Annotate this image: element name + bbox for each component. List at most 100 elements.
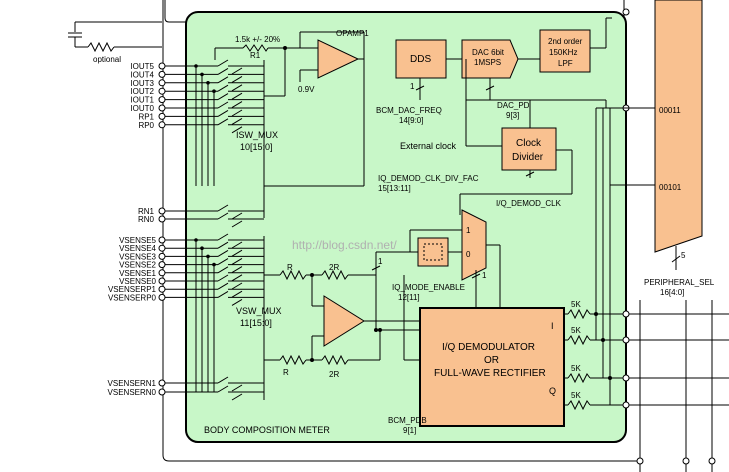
five-k-label: 5K: [571, 326, 581, 335]
pin-circle: [158, 112, 166, 120]
vsense-amplifier: R 2R R 2R: [264, 263, 420, 379]
dac-line1: DAC 6bit: [472, 48, 505, 57]
flip-flop-block: [417, 237, 449, 267]
peripheral-mux-shape: [654, 0, 703, 253]
r-top-label: R: [287, 263, 293, 272]
external-clock-label: External clock: [400, 141, 457, 151]
isw-mux-field: 10[15:0]: [240, 142, 273, 152]
five-k-label: 5K: [571, 364, 581, 373]
dac-pd-field: 9[3]: [506, 111, 519, 120]
pin-label: VSENSERP0: [108, 293, 157, 302]
lpf-block: [539, 29, 591, 73]
lpf-line3: LPF: [558, 59, 573, 68]
bcm-pdb-field: 9[1]: [403, 426, 416, 435]
iq-mode-enable-name: IQ_MODE_ENABLE: [392, 283, 465, 292]
five-k-label: 5K: [571, 391, 581, 400]
dds-label: DDS: [410, 54, 431, 65]
pin-label: IOUT3: [130, 79, 154, 88]
ff-bit: 1: [378, 257, 383, 266]
pin-circle: [158, 236, 166, 244]
pin-label: VSENSE3: [119, 252, 156, 261]
pin-circle: [158, 104, 166, 112]
pin-circle: [158, 215, 166, 223]
pin-label: RP1: [138, 112, 154, 121]
dac-line2: 1MSPS: [474, 58, 501, 67]
pin-circle: [158, 87, 166, 95]
clk-div-fac-field: 15[13:11]: [378, 184, 411, 193]
isw-mux-name: ISW_MUX: [236, 130, 278, 140]
pin-label: VSENSE0: [119, 277, 156, 286]
demodulator-line2: OR: [484, 355, 499, 366]
demodulator-line1: I/Q DEMODULATOR: [442, 342, 535, 353]
pin-circle: [158, 207, 166, 215]
peripheral-code2: 00101: [659, 183, 682, 192]
vsw-mux-switches: [194, 233, 265, 401]
left-pins: IOUT5IOUT4IOUT3IOUT2IOUT1IOUT0RP1RP0RN1R…: [108, 62, 218, 397]
pin-label: VSENSE1: [119, 269, 156, 278]
lpf-line2: 150KHz: [549, 48, 577, 57]
pin-circle: [158, 293, 166, 301]
opamp1-section: 1.5k +/- 20% R1 OPAMP1 0.9V: [214, 29, 369, 187]
pin-circle: [158, 96, 166, 104]
optional-label: optional: [93, 55, 121, 64]
pin-circle: [158, 62, 166, 70]
pin-label: VSENSE4: [119, 244, 156, 253]
pin-circle: [158, 388, 166, 396]
lpf-line1: 2nd order: [548, 37, 583, 46]
bcm-dac-freq-name: BCM_DAC_FREQ: [376, 106, 442, 115]
pin-label: IOUT5: [130, 62, 154, 71]
clock-divider-block: [501, 127, 557, 171]
demodulator-block: [419, 307, 565, 427]
five-k-label: 5K: [571, 300, 581, 309]
watermark: http://blog.csdn.net/: [292, 238, 397, 252]
vref-label: 0.9V: [298, 85, 315, 94]
pin-label: VSENSERN0: [108, 388, 157, 397]
output-resistors: 5K 5K 5K 5K: [564, 8, 729, 472]
iq-mode-mux: 1 0 1 IQ_MODE_ENABLE 12[11] 1: [371, 209, 501, 308]
pin-label: RP0: [138, 121, 154, 130]
opamp1-label: OPAMP1: [336, 29, 369, 38]
demodulator: I/Q DEMODULATOR OR FULL-WAVE RECTIFIER I…: [204, 307, 565, 435]
two-r-bottom-label: 2R: [329, 370, 339, 379]
bcm-pdb-name: BCM_PDB: [388, 416, 427, 425]
clock-divider-line2: Divider: [512, 152, 544, 163]
mux-select-bit: 1: [482, 271, 487, 280]
pin-circle: [158, 285, 166, 293]
pin-label: RN1: [138, 207, 155, 216]
pin-circle: [158, 252, 166, 260]
iq-mode-enable-field: 12[11]: [398, 293, 420, 302]
pin-circle: [158, 121, 166, 129]
pin-circle: [158, 70, 166, 78]
signal-chain: DDS DAC 6bit 1MSPS 2nd order 150KHz LPF …: [376, 17, 612, 125]
clock-section: External clock Clock Divider IQ_DEMOD_CL…: [378, 59, 606, 215]
peripheral-sel-name: PERIPHERAL_SEL: [644, 278, 715, 287]
vsw-mux-name: VSW_MUX: [236, 306, 282, 316]
pin-label: VSENSE2: [119, 261, 156, 270]
iq-demod-clk-label: I/Q_DEMOD_CLK: [496, 199, 562, 208]
clk-div-fac-name: IQ_DEMOD_CLK_DIV_FAC: [378, 174, 479, 183]
dac-pd-name: DAC_PD: [497, 101, 530, 110]
pin-label: IOUT0: [130, 104, 154, 113]
pin-label: VSENSERN1: [108, 379, 157, 388]
bcm-dac-freq-field: 14[9:0]: [399, 116, 423, 125]
peripheral-code1: 00011: [659, 106, 681, 115]
demod-q-label: Q: [549, 386, 556, 396]
pin-circle: [158, 79, 166, 87]
pin-circle: [158, 269, 166, 277]
vsense-opamp: [323, 295, 365, 347]
iq-mode-mux-shape: [461, 209, 487, 281]
opamp1-triangle: [317, 39, 360, 79]
r1-label: R1: [250, 51, 261, 60]
pin-label: RN0: [138, 215, 155, 224]
pin-label: VSENSERP1: [108, 285, 157, 294]
pin-circle: [158, 261, 166, 269]
pin-label: VSENSE5: [119, 236, 156, 245]
peripheral-mux: 00011 00101 5 PERIPHERAL_SEL 16[4:0]: [596, 0, 715, 297]
isw-mux-switches: [194, 59, 265, 228]
body-composition-meter-label: BODY COMPOSITION METER: [204, 425, 330, 435]
vsw-mux-field: 11[15:0]: [240, 318, 272, 328]
pin-label: IOUT4: [130, 70, 154, 79]
pin-label: IOUT1: [130, 96, 154, 105]
clock-divider-line1: Clock: [516, 138, 542, 149]
